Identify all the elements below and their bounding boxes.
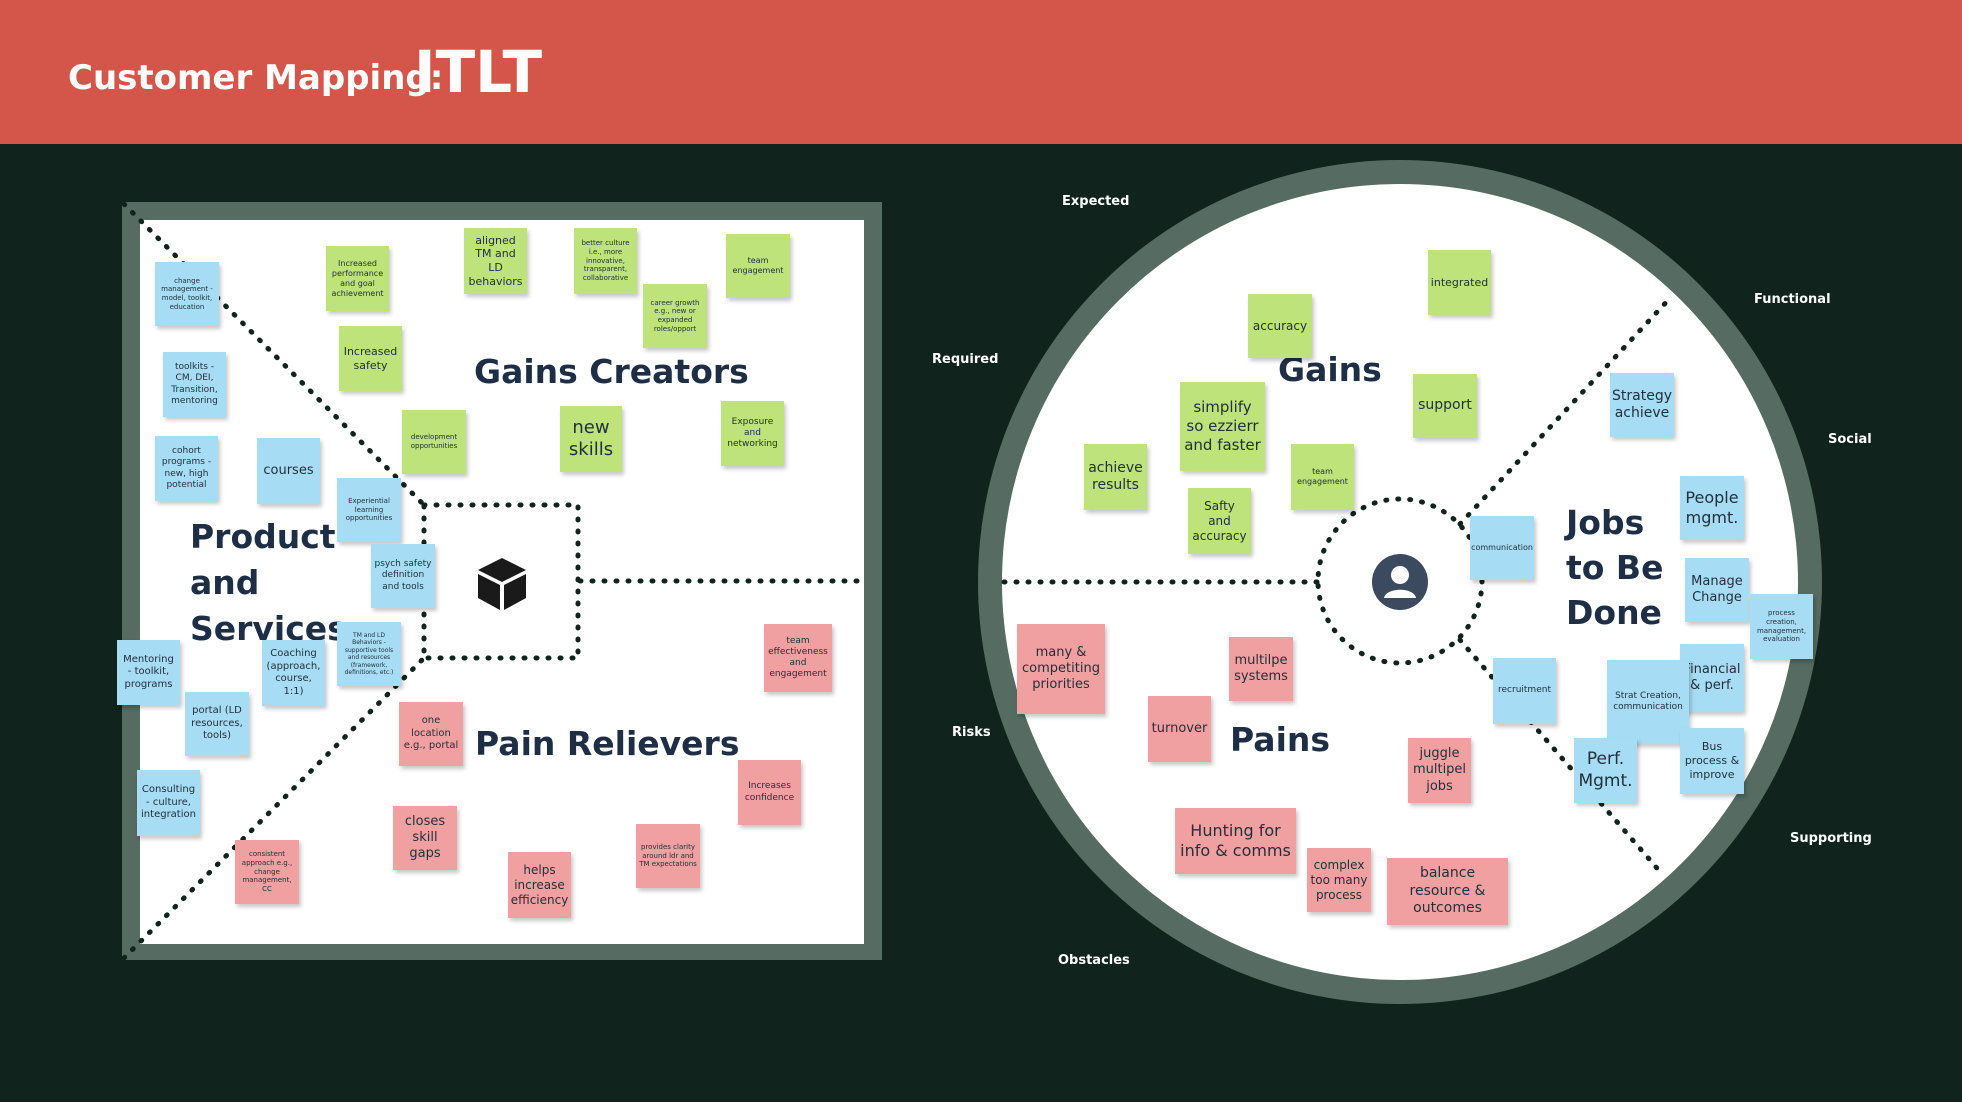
sticky-note[interactable]: Perf. Mgmt. xyxy=(1574,738,1637,803)
sticky-note[interactable]: People mgmt. xyxy=(1680,476,1744,540)
sticky-note[interactable]: complex too many process xyxy=(1307,848,1371,912)
pains-label: Pains xyxy=(1230,720,1331,759)
page-title: ITLT xyxy=(414,38,543,106)
sticky-note[interactable]: support xyxy=(1413,374,1477,438)
sticky-note[interactable]: helps increase efficiency xyxy=(508,852,571,918)
sticky-note[interactable]: team engagement xyxy=(726,234,790,298)
sticky-note[interactable]: Financial & perf. xyxy=(1680,644,1744,712)
sticky-note[interactable]: simplify so ezzierr and faster xyxy=(1180,382,1265,471)
sticky-note[interactable]: TM and LD Behaviors - supportive tools a… xyxy=(337,622,401,686)
sticky-note[interactable]: Bus process & improve xyxy=(1680,728,1744,794)
axis-label-risks: Risks xyxy=(952,725,991,740)
sticky-note[interactable]: better culture i.e., more innovative, tr… xyxy=(574,228,637,294)
page-title-prefix: Customer Mapping: xyxy=(68,58,444,98)
customer-center-ring xyxy=(1315,496,1485,666)
jobs-divider-bottom xyxy=(1457,637,1665,877)
axis-label-supporting: Supporting xyxy=(1790,831,1872,846)
sticky-note[interactable]: multilpe systems xyxy=(1229,637,1293,701)
sticky-note[interactable]: Mentoring - toolkit, programs xyxy=(117,640,180,705)
sticky-note[interactable]: Manage Change xyxy=(1685,558,1749,622)
sticky-note[interactable]: turnover xyxy=(1148,696,1211,762)
sticky-note[interactable]: one location e.g., portal xyxy=(399,702,463,766)
sticky-note[interactable]: recruitment xyxy=(1493,658,1556,724)
sticky-note[interactable]: team effectiveness and engagement xyxy=(764,624,832,692)
sticky-note[interactable]: consistent approach e.g., change managem… xyxy=(235,840,299,904)
sticky-note[interactable]: Strat Creation, communication xyxy=(1607,660,1689,744)
user-avatar-icon xyxy=(1372,554,1428,610)
axis-label-functional: Functional xyxy=(1754,292,1831,307)
sticky-note[interactable]: many & competiting priorities xyxy=(1017,624,1105,714)
jobs-divider-top xyxy=(1457,293,1675,527)
sticky-note[interactable]: Safty and accuracy xyxy=(1188,488,1251,554)
sticky-note[interactable]: aligned TM and LD behaviors xyxy=(464,228,527,294)
axis-label-required: Required xyxy=(932,352,999,367)
sticky-note[interactable]: Experiential learning opportunities xyxy=(337,478,401,542)
sticky-note[interactable]: closes skill gaps xyxy=(393,806,457,870)
axis-label-social: Social xyxy=(1828,432,1872,447)
sticky-note[interactable]: career growth e.g., new or expanded role… xyxy=(643,284,707,348)
sticky-note[interactable]: team engagement xyxy=(1291,444,1354,510)
header-bar: Customer Mapping: ITLT xyxy=(0,0,1962,144)
sticky-note[interactable]: change management - model, toolkit, educ… xyxy=(155,262,219,326)
sticky-note[interactable]: Hunting for info & comms xyxy=(1175,808,1296,874)
sticky-note[interactable]: toolkits - CM, DEI, Transition, mentorin… xyxy=(163,352,226,417)
sticky-note[interactable]: Strategy achieve xyxy=(1610,373,1674,437)
sticky-note[interactable]: Increases confidence xyxy=(738,760,801,825)
gains-creators-label: Gains Creators xyxy=(474,352,749,391)
sticky-note[interactable]: process creation, management, evaluation xyxy=(1750,594,1813,659)
axis-label-expected: Expected xyxy=(1062,194,1130,209)
sticky-note[interactable]: Increased safety xyxy=(339,326,402,391)
sticky-note[interactable]: provides clarity around ldr and TM expec… xyxy=(636,824,700,888)
sticky-note[interactable]: Increased performance and goal achieveme… xyxy=(326,246,389,311)
sticky-note[interactable]: portal (LD resources, tools) xyxy=(185,692,249,756)
sticky-note[interactable]: psych safety definition and tools xyxy=(371,544,435,608)
sticky-note[interactable]: development opportunities xyxy=(402,410,466,474)
sticky-note[interactable]: juggle multipel jobs xyxy=(1408,738,1471,803)
sticky-note[interactable]: Consulting - culture, integration xyxy=(137,770,200,836)
axis-label-obstacles: Obstacles xyxy=(1058,953,1130,968)
diagonal-top-guide xyxy=(121,201,427,508)
sticky-note[interactable]: integrated xyxy=(1428,250,1491,315)
pain-relievers-label: Pain Relievers xyxy=(475,724,740,763)
sticky-note[interactable]: new skills xyxy=(560,406,622,472)
sticky-note[interactable]: courses xyxy=(257,438,320,504)
jobs-label: Jobs to Be Done xyxy=(1566,503,1664,632)
cube-icon xyxy=(478,558,526,610)
sticky-note[interactable]: balance resource & outcomes xyxy=(1387,858,1508,925)
sticky-note[interactable]: communication xyxy=(1470,516,1534,580)
products-services-label: Product and Services xyxy=(190,517,347,648)
diagonal-bottom-guide xyxy=(121,655,427,961)
sticky-note[interactable]: Coaching (approach, course, 1:1) xyxy=(262,640,325,706)
sticky-note[interactable]: accuracy xyxy=(1248,294,1312,358)
sticky-note[interactable]: Exposure and networking xyxy=(721,401,784,466)
sticky-note[interactable]: cohort programs - new, high potential xyxy=(155,436,218,501)
sticky-note[interactable]: achieve results xyxy=(1084,444,1147,510)
